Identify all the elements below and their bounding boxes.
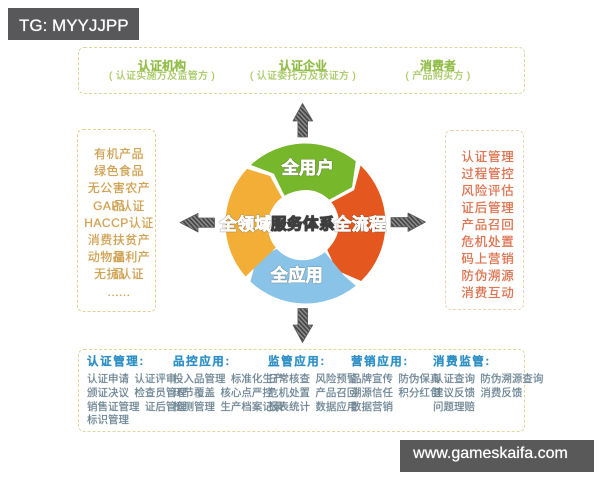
svg-text:全流程: 全流程 (333, 214, 387, 234)
svg-text:全用户: 全用户 (281, 158, 335, 178)
svg-text:全领域: 全领域 (219, 214, 273, 234)
svg-text:全应用: 全应用 (270, 265, 324, 285)
svg-text:服务体系: 服务体系 (271, 214, 335, 233)
